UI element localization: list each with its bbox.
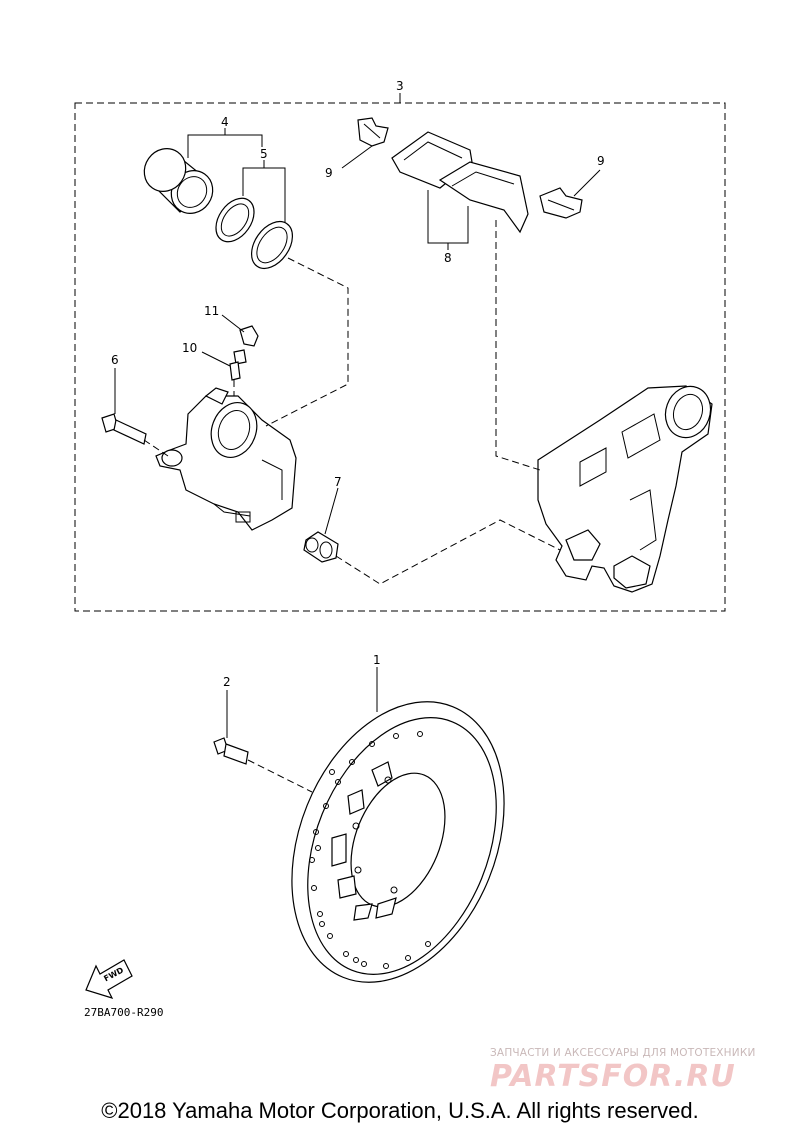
caliper-bolt-part [101, 413, 147, 445]
fwd-arrow-icon: FWD [85, 959, 133, 999]
watermark-logo: PARTSFOR.RU [490, 1059, 736, 1094]
caliper-body-part [155, 387, 297, 531]
callout-3: 3 [396, 79, 404, 93]
seal-kit-part [215, 197, 294, 270]
callout-1: 1 [373, 653, 381, 667]
callout-10-leader [201, 351, 231, 367]
callout-7: 7 [334, 475, 342, 489]
pad-spring-right-part [539, 187, 583, 219]
callout-9b-leader [573, 169, 601, 197]
callout-2: 2 [223, 675, 231, 689]
callout-9a: 9 [325, 166, 333, 180]
callout-5-leader [242, 160, 286, 222]
pad-spring-left-part [357, 117, 389, 147]
callout-9a-leader [341, 145, 373, 169]
copyright-notice: ©2018 Yamaha Motor Corporation, U.S.A. A… [101, 1098, 699, 1123]
pin-boot-part [303, 531, 339, 563]
assembly-guide-lines [143, 220, 561, 585]
callout-11: 11 [204, 304, 219, 318]
bleed-cap-part [239, 325, 259, 347]
callout-10: 10 [182, 341, 197, 355]
callout-7-leader [324, 487, 339, 535]
watermark-tagline: ЗАПЧАСТИ И АКСЕССУАРЫ ДЛЯ МОТОТЕХНИКИ [490, 1047, 756, 1059]
callout-5: 5 [260, 147, 268, 161]
brake-disc-part [291, 701, 505, 983]
bleed-screw-part [229, 349, 247, 381]
disc-bolt-guide [247, 759, 313, 793]
piston-part [143, 148, 214, 214]
callout-4: 4 [221, 115, 229, 129]
callout-6: 6 [111, 353, 119, 367]
brake-pad-part [391, 131, 529, 234]
disc-bolt-part [213, 737, 249, 765]
callout-9b: 9 [597, 154, 605, 168]
disc-holes [309, 731, 431, 969]
caliper-bracket-part [537, 385, 713, 593]
callout-4-leader [187, 128, 263, 158]
callout-11-leader [221, 314, 245, 333]
callout-8: 8 [444, 251, 452, 265]
diagram-reference-code: 27BA700-R290 [84, 1006, 163, 1019]
callout-8-leader [427, 190, 469, 250]
